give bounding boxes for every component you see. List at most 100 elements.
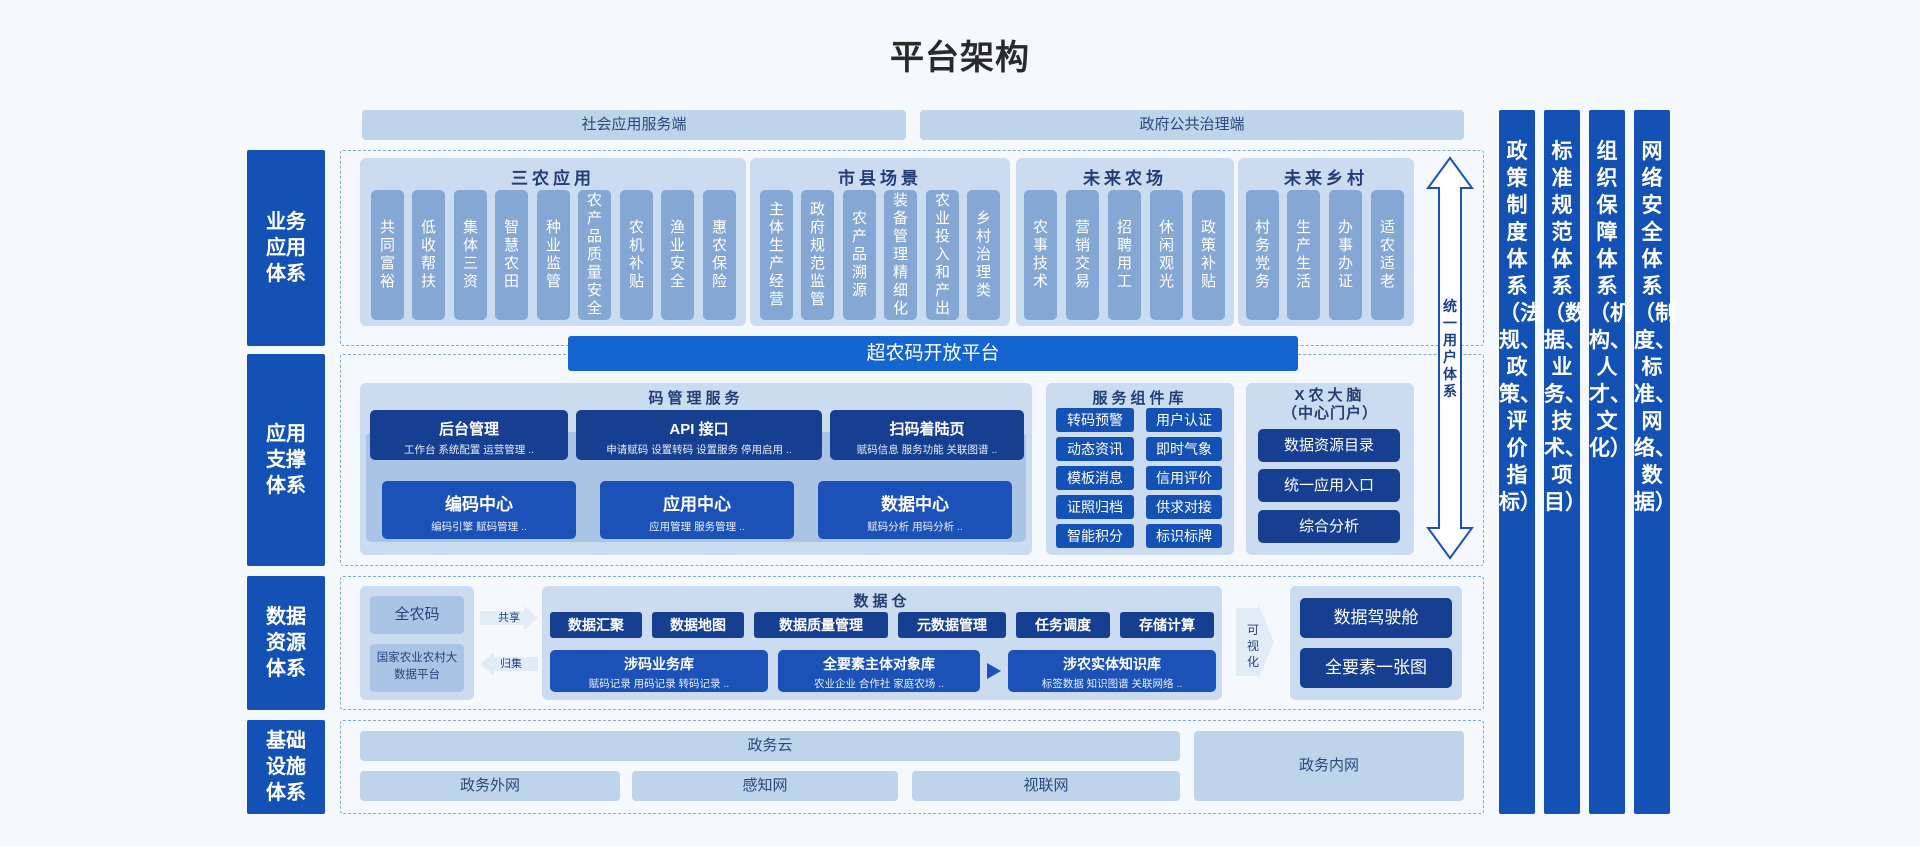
op-chip[interactable]: 任务调度 (1016, 612, 1110, 638)
data-cockpit-button[interactable]: 数据驾驶舱 (1300, 598, 1452, 638)
api-interface-button[interactable]: API 接口 申请赋码 设置转码 设置服务 停用启用 .. (576, 410, 822, 460)
brain-title: X农大脑 (1294, 387, 1366, 404)
collect-label: 归集 (500, 658, 522, 670)
app-item[interactable]: 农产品质量安全 (578, 190, 611, 320)
encoding-center-sub: 编码引擎 赋码管理 .. (431, 521, 527, 533)
gov-governance-endpoint: 政府公共治理端 (920, 110, 1464, 140)
farm-item[interactable]: 农事技术 (1024, 190, 1057, 320)
app-item[interactable]: 智慧农田 (495, 190, 528, 320)
entity-object-lib[interactable]: 全要素主体对象库 农业企业 合作社 家庭农场 .. (778, 650, 980, 692)
app-item[interactable]: 种业监管 (537, 190, 570, 320)
scene-item[interactable]: 政府规范监管 (801, 190, 834, 320)
app-center-button[interactable]: 应用中心 应用管理 服务管理 .. (600, 481, 794, 539)
backend-mgmt-button[interactable]: 后台管理 工作台 系统配置 运营管理 .. (370, 410, 568, 460)
app-item[interactable]: 共同富裕 (371, 190, 404, 320)
component-chip[interactable]: 信用评价 (1146, 466, 1222, 490)
scene-item[interactable]: 乡村治理类 (967, 190, 1000, 320)
quan-nong-ma[interactable]: 全农码 (370, 596, 464, 634)
section-infra: 基础设施体系 (247, 720, 325, 814)
scene-item[interactable]: 农业投入和产出 (926, 190, 959, 320)
visualize-label: 可视化 (1246, 623, 1259, 669)
farm-item[interactable]: 政策补贴 (1192, 190, 1225, 320)
app-item[interactable]: 惠农保险 (703, 190, 736, 320)
group-shixian: 市县场景 (750, 158, 1010, 326)
backend-mgmt-label: 后台管理 (438, 421, 499, 438)
visualize-arrow-icon (1236, 604, 1274, 680)
component-chip[interactable]: 供求对接 (1146, 495, 1222, 519)
group-title: 三农应用 (511, 169, 595, 188)
group-title: 未来农场 (1083, 169, 1167, 188)
policy-system-bar: 政策制度体系（法规、政策、评价指标） (1499, 110, 1541, 814)
video-net: 视联网 (912, 771, 1180, 801)
component-chip[interactable]: 用户认证 (1146, 408, 1222, 432)
code-mgmt-title: 码管理服务 (648, 390, 744, 407)
scan-landing-label: 扫码着陆页 (889, 421, 965, 438)
org-system-bar: 组织保障体系（机构、人才、文化） (1589, 110, 1631, 814)
app-center-sub: 应用管理 服务管理 .. (649, 521, 745, 533)
data-frame (340, 576, 1484, 710)
component-chip[interactable]: 即时气象 (1146, 437, 1222, 461)
small-arrow-icon (987, 663, 1001, 679)
entity-object-lib-sub: 农业企业 合作社 家庭农场 .. (813, 678, 945, 690)
data-center-button[interactable]: 数据中心 赋码分析 用码分析 .. (818, 481, 1012, 539)
open-platform-bar[interactable]: 超农码开放平台 (568, 336, 1298, 371)
app-center-label: 应用中心 (663, 495, 731, 514)
collect-arrow-icon (480, 652, 538, 676)
data-center-sub: 赋码分析 用码分析 .. (867, 521, 963, 533)
farm-item[interactable]: 招聘用工 (1108, 190, 1141, 320)
agri-knowledge-lib[interactable]: 涉农实体知识库 标签数据 知识图谱 关联网络 .. (1008, 650, 1216, 692)
unified-entry-button[interactable]: 统一应用入口 (1258, 469, 1400, 502)
security-system-bar: 网络安全体系（制度、标准、网络、数据） (1634, 110, 1676, 814)
entity-object-lib-label: 全要素主体对象库 (823, 656, 935, 672)
village-item[interactable]: 办事办证 (1329, 190, 1362, 320)
gov-extranet: 政务外网 (360, 771, 620, 801)
one-map-button[interactable]: 全要素一张图 (1300, 648, 1452, 688)
api-interface-label: API 接口 (669, 421, 729, 438)
app-item[interactable]: 集体三资 (454, 190, 487, 320)
component-chip[interactable]: 转码预警 (1056, 408, 1134, 432)
app-item[interactable]: 农机补贴 (620, 190, 653, 320)
village-item[interactable]: 村务党务 (1246, 190, 1279, 320)
op-chip[interactable]: 存储计算 (1120, 612, 1214, 638)
components-title: 服务组件库 (1092, 390, 1188, 407)
op-chip[interactable]: 数据地图 (652, 612, 744, 638)
op-chip[interactable]: 数据汇聚 (550, 612, 642, 638)
farm-item[interactable]: 营销交易 (1066, 190, 1099, 320)
encoding-center-button[interactable]: 编码中心 编码引擎 赋码管理 .. (382, 481, 576, 539)
data-center-label: 数据中心 (881, 495, 949, 514)
op-chip[interactable]: 元数据管理 (898, 612, 1006, 638)
scene-item[interactable]: 主体生产经营 (760, 190, 793, 320)
share-arrow-icon (480, 606, 538, 630)
api-interface-sub: 申请赋码 设置转码 设置服务 停用启用 .. (606, 444, 792, 456)
section-support: 应用支撑体系 (247, 354, 325, 566)
section-data: 数据资源体系 (247, 576, 325, 710)
data-catalog-button[interactable]: 数据资源目录 (1258, 429, 1400, 462)
comprehensive-analysis-button[interactable]: 综合分析 (1258, 510, 1400, 543)
village-item[interactable]: 适农适老 (1371, 190, 1404, 320)
op-chip[interactable]: 数据质量管理 (754, 612, 888, 638)
component-chip[interactable]: 模板消息 (1056, 466, 1134, 490)
component-chip[interactable]: 智能积分 (1056, 524, 1134, 548)
app-item[interactable]: 渔业安全 (661, 190, 694, 320)
village-item[interactable]: 生产生活 (1287, 190, 1320, 320)
infra-frame (340, 720, 1484, 814)
national-bigdata-platform[interactable]: 国家农业农村大数据平台 (370, 644, 464, 692)
scan-landing-button[interactable]: 扫码着陆页 赋码信息 服务功能 关联图谱 .. (830, 410, 1024, 460)
code-business-lib-sub: 赋码记录 用码记录 转码记录 .. (588, 678, 730, 690)
scan-landing-sub: 赋码信息 服务功能 关联图谱 .. (856, 444, 998, 456)
component-chip[interactable]: 动态资讯 (1056, 437, 1134, 461)
scene-item[interactable]: 装备管理精细化 (884, 190, 917, 320)
farm-item[interactable]: 休闲观光 (1150, 190, 1183, 320)
unified-user-label: 统一用户体系 (1440, 298, 1460, 400)
page-title: 平台架构 (890, 39, 1030, 77)
app-item[interactable]: 低收帮扶 (412, 190, 445, 320)
scene-item[interactable]: 农产品溯源 (843, 190, 876, 320)
gov-cloud: 政务云 (360, 731, 1180, 761)
component-chip[interactable]: 证照归档 (1056, 495, 1134, 519)
sensor-net: 感知网 (632, 771, 898, 801)
share-label: 共享 (498, 612, 520, 624)
code-business-lib[interactable]: 涉码业务库 赋码记录 用码记录 转码记录 .. (550, 650, 768, 692)
group-title: 未来乡村 (1284, 169, 1368, 188)
gov-intranet: 政务内网 (1194, 731, 1464, 801)
component-chip[interactable]: 标识标牌 (1146, 524, 1222, 548)
